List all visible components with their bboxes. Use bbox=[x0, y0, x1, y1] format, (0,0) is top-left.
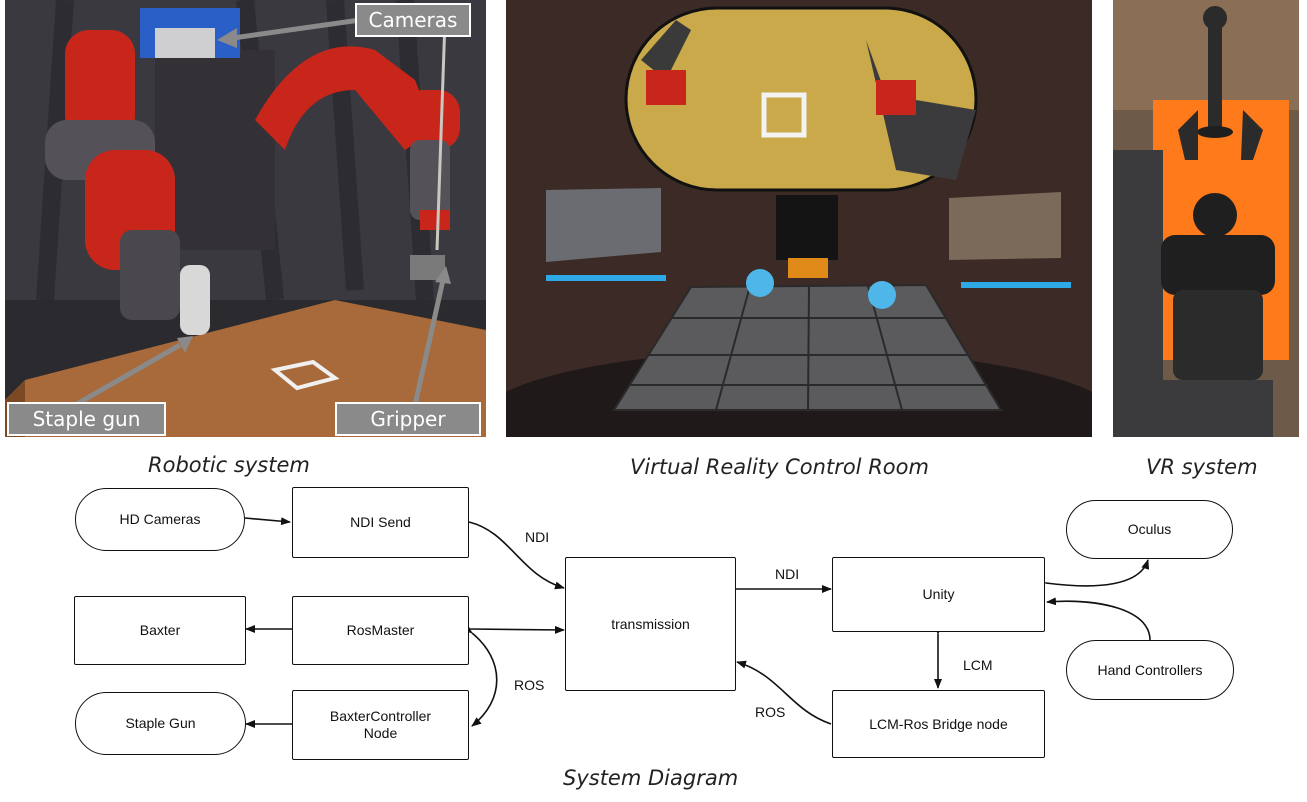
node-hd-cameras: HD Cameras bbox=[75, 488, 245, 551]
edge-label-ndi-left: NDI bbox=[525, 529, 550, 545]
control-room-photo bbox=[506, 0, 1092, 437]
edge-label-ros-left: ROS bbox=[514, 677, 545, 693]
node-ndi-send: NDI Send bbox=[292, 487, 469, 558]
callout-gripper: Gripper bbox=[335, 402, 481, 436]
edge-rosmaster-transmission bbox=[461, 624, 565, 634]
edge-handcontrollers-unity bbox=[1046, 597, 1151, 641]
edge-lcmbridge-transmission bbox=[736, 660, 832, 725]
caption-system-diagram: System Diagram bbox=[563, 766, 739, 790]
node-hand-controllers: Hand Controllers bbox=[1066, 640, 1234, 700]
node-staple-gun: Staple Gun bbox=[75, 692, 246, 755]
callout-cameras: Cameras bbox=[355, 3, 471, 37]
edge-label-ros-bottom: ROS bbox=[755, 704, 786, 720]
edge-rosmaster-baxtercontroller bbox=[462, 624, 498, 727]
edge-unity-oculus bbox=[1036, 559, 1150, 587]
edge-hdcameras-ndisend bbox=[244, 517, 291, 526]
caption-control-room: Virtual Reality Control Room bbox=[630, 455, 929, 479]
caption-vr-system: VR system bbox=[1146, 455, 1258, 479]
node-rosmaster: RosMaster bbox=[292, 596, 469, 665]
vr-system-photo bbox=[1113, 0, 1299, 437]
node-baxter-controller: BaxterController Node bbox=[292, 690, 469, 760]
node-baxter: Baxter bbox=[74, 596, 246, 665]
edge-label-ndi-right: NDI bbox=[775, 566, 800, 582]
edge-label-lcm: LCM bbox=[963, 657, 993, 673]
node-lcm-bridge: LCM-Ros Bridge node bbox=[832, 690, 1045, 758]
edge-ndisend-transmission bbox=[468, 521, 565, 590]
robotic-system-photo: Cameras Staple gun Gripper bbox=[5, 0, 486, 437]
caption-robotic-system: Robotic system bbox=[148, 453, 310, 477]
node-oculus: Oculus bbox=[1066, 500, 1233, 559]
callout-staple-gun: Staple gun bbox=[7, 402, 166, 436]
node-unity: Unity bbox=[832, 557, 1045, 632]
node-transmission: transmission bbox=[565, 557, 736, 691]
